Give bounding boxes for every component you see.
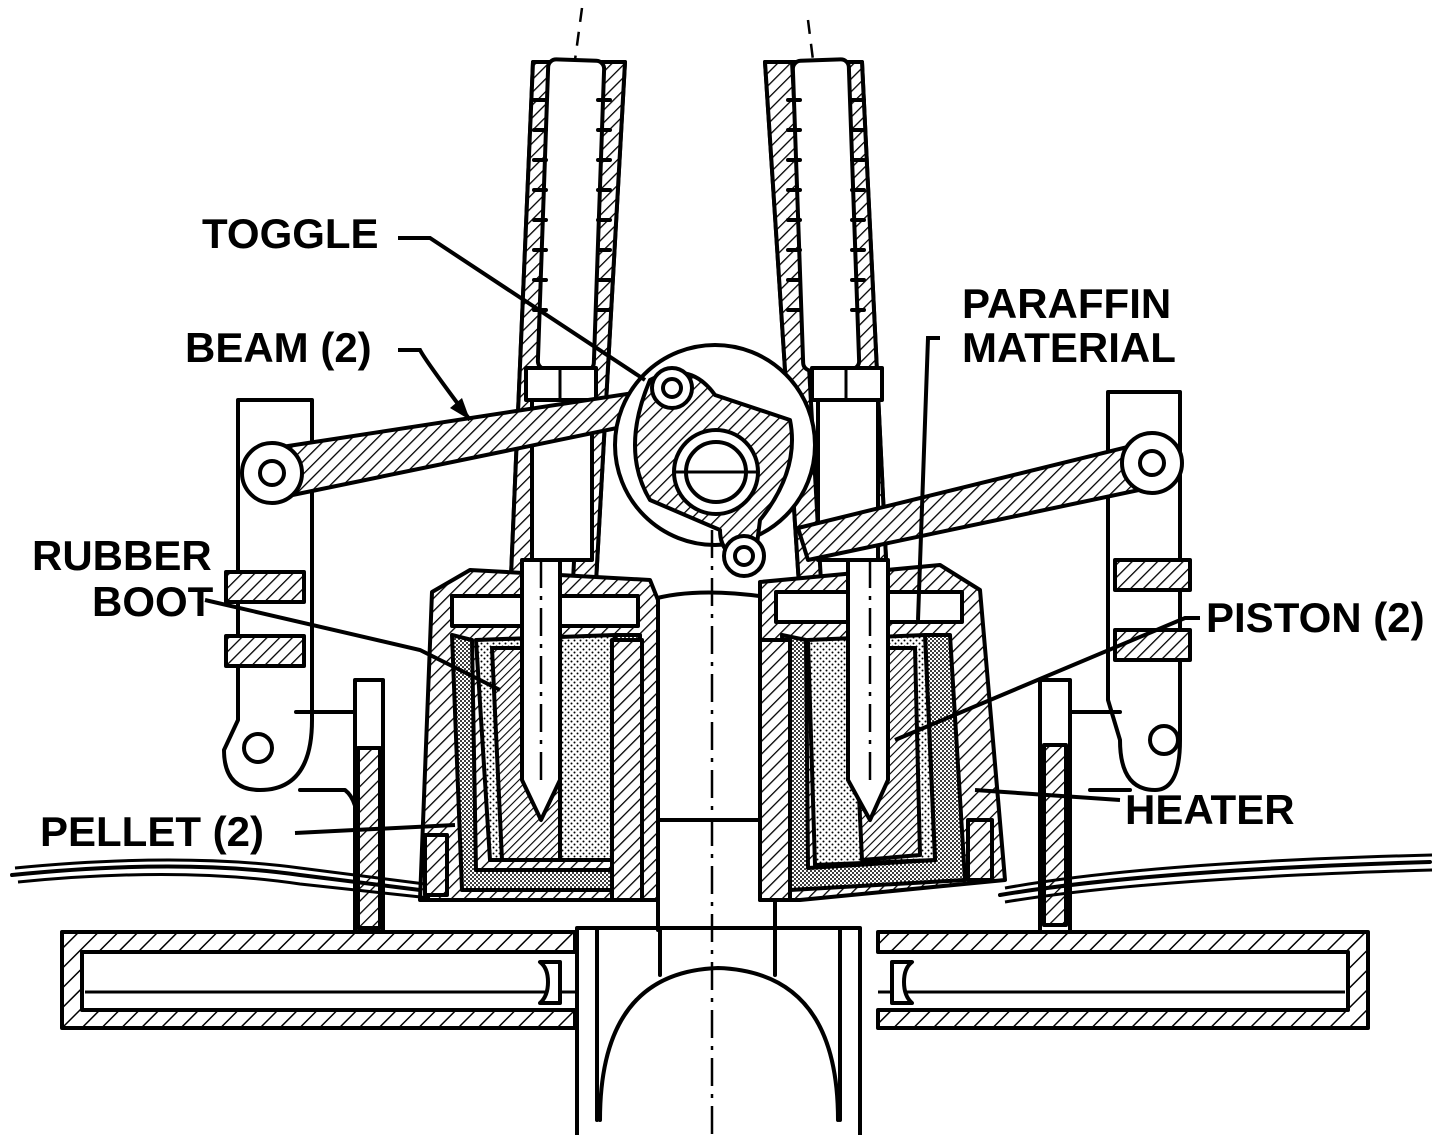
right-beam: [796, 431, 1184, 562]
label-paraffin-line2: MATERIAL: [962, 324, 1176, 371]
leader-lines: [204, 236, 1200, 835]
label-rubber-boot-line2: BOOT: [92, 578, 214, 625]
label-beam: BEAM (2): [185, 324, 372, 371]
center-lines: [539, 7, 872, 1135]
label-rubber-boot-line1: RUBBER: [32, 532, 212, 579]
label-heater: HEATER: [1125, 786, 1295, 833]
right-pellet: [758, 558, 1007, 902]
label-piston: PISTON (2): [1206, 594, 1425, 641]
toggle: [613, 343, 817, 578]
label-toggle: TOGGLE: [202, 210, 379, 257]
label-paraffin-line1: PARAFFIN: [962, 280, 1171, 327]
right-wires: [998, 853, 1433, 904]
left-pellet: [418, 558, 660, 902]
labels: TOGGLE BEAM (2) PARAFFIN MATERIAL RUBBER…: [32, 210, 1425, 855]
left-wires: [10, 858, 431, 900]
label-pellet: PELLET (2): [40, 808, 264, 855]
base-plate: [60, 930, 1370, 1030]
center-tube: [575, 926, 862, 1135]
